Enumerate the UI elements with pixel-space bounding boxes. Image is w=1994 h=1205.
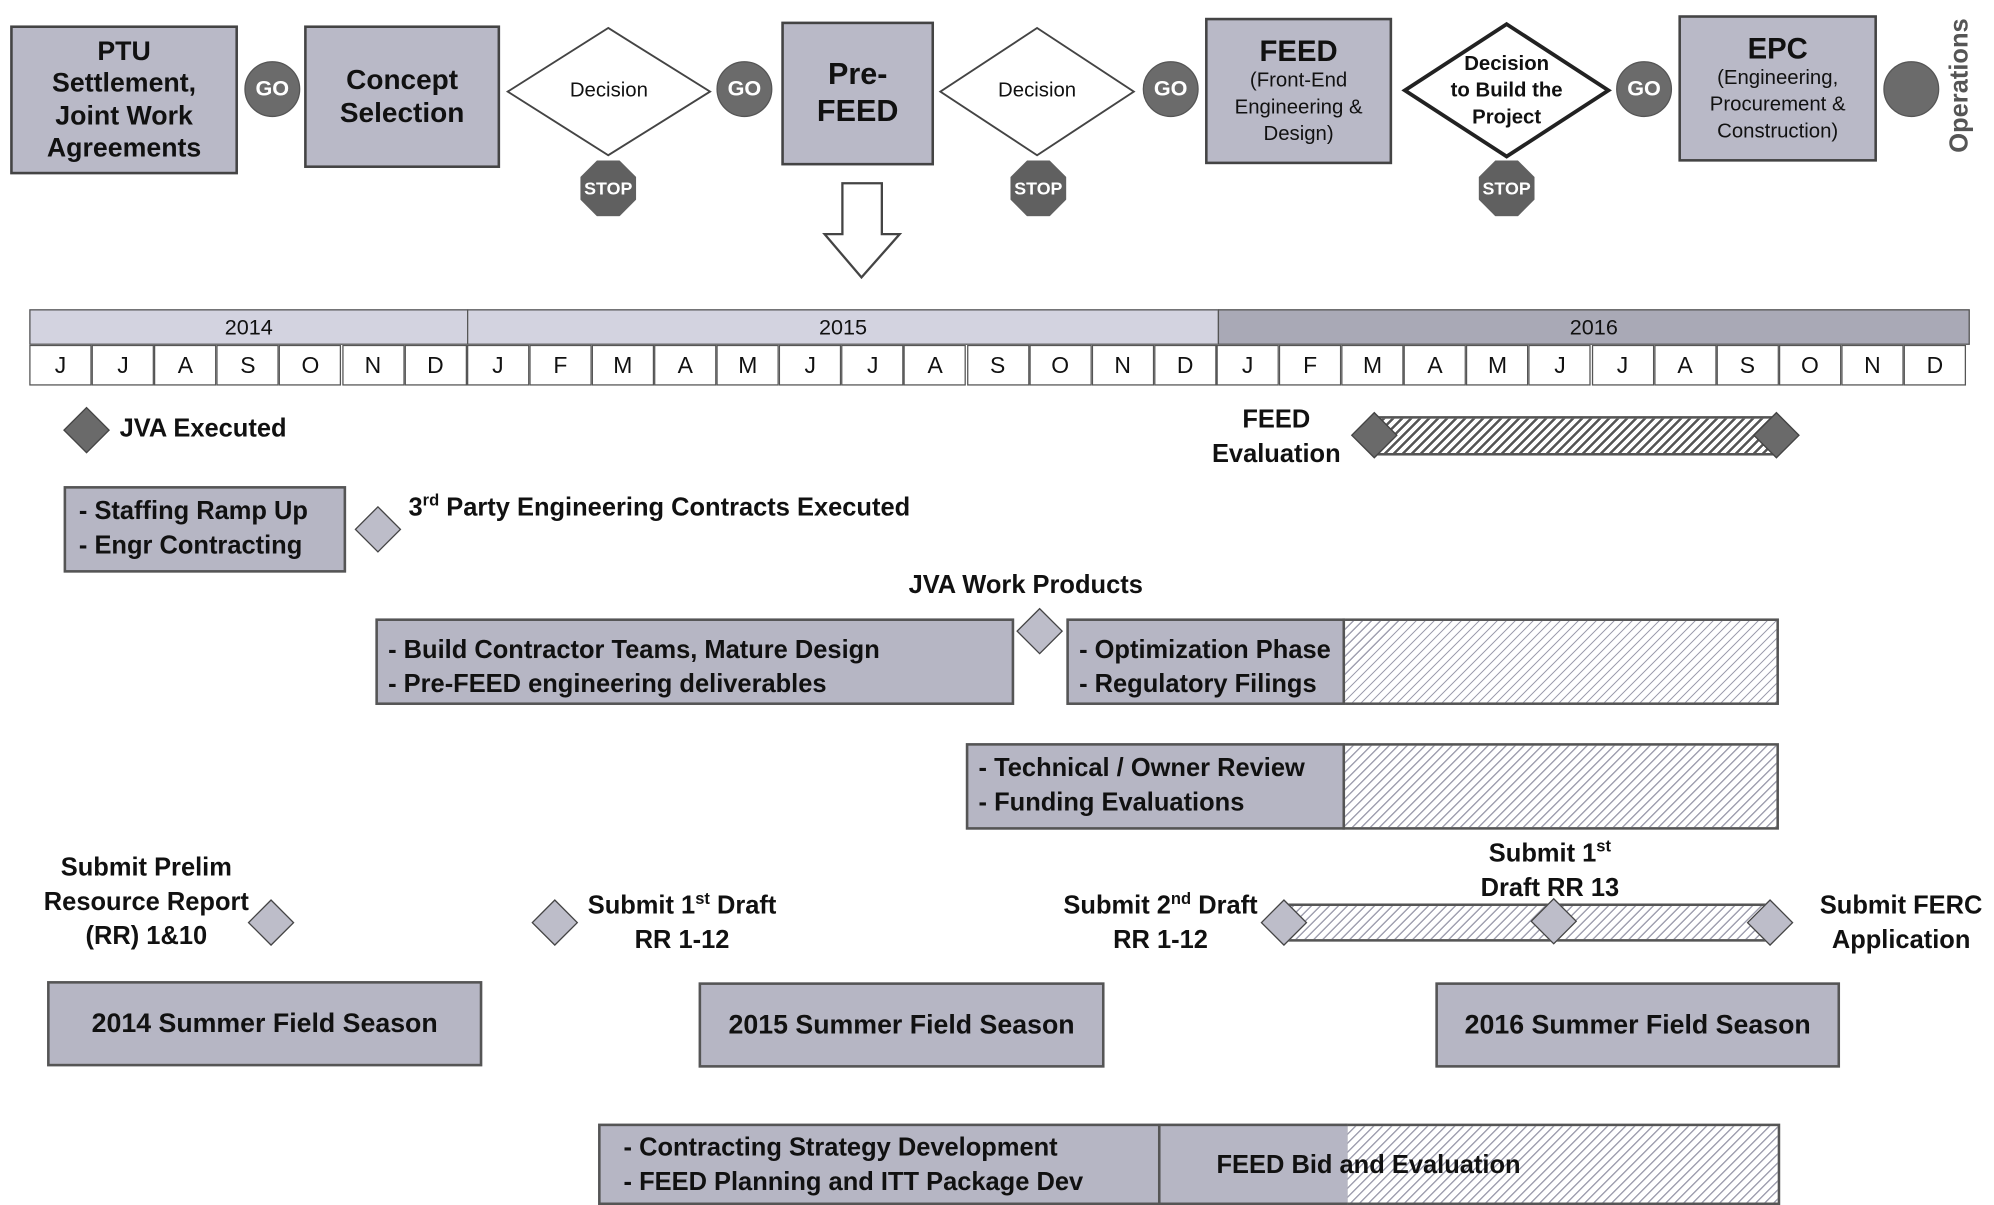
month-cell: D (404, 344, 467, 386)
go-icon: GO (244, 61, 301, 118)
phase-epc-title: EPC (1747, 31, 1808, 65)
phase-feed-title: FEED (1259, 33, 1338, 67)
field-season-2015: 2015 Summer Field Season (698, 982, 1105, 1068)
submit-prelim-label: Submit Prelim Resource Report (RR) 1&10 (43, 853, 249, 951)
optimization-box: - Optimization Phase - Regulatory Filing… (1066, 618, 1346, 705)
decision-1-label: Decision (569, 80, 648, 102)
month-cell: M (591, 344, 655, 386)
feed-bid-label: FEED Bid and Evaluation (1216, 1151, 1521, 1180)
operations-circle-icon (1883, 61, 1940, 118)
optimization-hatched-bar (1342, 618, 1779, 705)
third-party-milestone-icon (354, 505, 402, 553)
month-cell: J (466, 344, 530, 386)
month-cell: J (29, 344, 92, 386)
month-cell: M (716, 344, 780, 386)
month-cell: M (1341, 344, 1404, 386)
decision-diamond-3 (1401, 21, 1612, 159)
go-icon: GO (1616, 61, 1673, 118)
submit-2nd-draft-label: Submit 2nd Draft RR 1-12 (1063, 888, 1258, 955)
month-cell: O (1028, 344, 1092, 386)
stop-icon: STOP (1478, 160, 1535, 217)
go-icon: GO (1142, 61, 1199, 118)
phase-prefeed-line1: Pre- (827, 56, 888, 92)
go-icon: GO (716, 61, 773, 118)
year-2014: 2014 (29, 309, 469, 345)
stop-icon: STOP (580, 160, 637, 217)
third-party-label: 3rd Party Engineering Contracts Executed (408, 490, 911, 522)
month-cell: J (1591, 344, 1654, 386)
month-cell: J (1528, 344, 1592, 386)
phase-ptu-label: PTU Settlement, Joint Work Agreements (46, 37, 202, 163)
phase-ptu: PTU Settlement, Joint Work Agreements (10, 25, 238, 175)
submit-rr13-label: Submit 1st Draft RR 13 (1480, 836, 1620, 903)
month-cell: J (779, 344, 842, 386)
submit-ferc-label: Submit FERC Application (1819, 892, 1983, 955)
jva-executed-milestone-icon (63, 406, 110, 454)
month-cell: O (1778, 344, 1842, 386)
decision-diamond-2 (938, 26, 1136, 157)
feed-evaluation-label: FEED Evaluation (1211, 405, 1341, 469)
phase-prefeed-line2: FEED (816, 93, 899, 128)
year-2015: 2015 (467, 309, 1220, 345)
month-cell: M (1466, 344, 1529, 386)
month-cell: S (966, 344, 1029, 386)
submit-1st-draft-milestone-icon (531, 899, 579, 946)
month-cell: A (654, 344, 717, 386)
phase-epc-sub: (Engineering, Procurement & Construction… (1709, 67, 1846, 143)
stop-icon: STOP (1010, 160, 1067, 217)
month-cell: D (1153, 344, 1217, 386)
phase-epc: EPC (Engineering, Procurement & Construc… (1678, 15, 1877, 162)
feed-evaluation-bar (1374, 416, 1778, 456)
field-season-2016: 2016 Summer Field Season (1435, 982, 1841, 1068)
month-cell: F (529, 344, 592, 386)
jva-executed-label: JVA Executed (119, 414, 287, 443)
jva-work-products-milestone-icon (1016, 607, 1064, 655)
jva-work-products-label: JVA Work Products (908, 571, 1143, 600)
submit-1st-draft-label: Submit 1st Draft RR 1-12 (587, 888, 777, 955)
operations-label: Operations (1945, 18, 1974, 153)
decision-build-label: Decision to Build the Project (1450, 52, 1563, 128)
month-cell: F (1278, 344, 1342, 386)
month-cell: S (1716, 344, 1779, 386)
month-cell: D (1903, 344, 1967, 386)
phase-concept-label: Concept Selection (339, 63, 465, 129)
month-cell: J (841, 344, 904, 386)
phase-feed-sub: (Front-End Engineering & Design) (1234, 70, 1363, 145)
technical-review-hatched-bar (1342, 743, 1779, 830)
field-season-2014: 2014 Summer Field Season (47, 981, 483, 1067)
month-cell: A (1403, 344, 1467, 386)
build-contractor-box: - Build Contractor Teams, Mature Design … (375, 618, 1015, 705)
month-cell: J (91, 344, 155, 386)
month-cell: N (1091, 344, 1154, 386)
month-cell: N (341, 344, 405, 386)
month-cell: A (154, 344, 217, 386)
staffing-box: - Staffing Ramp Up - Engr Contracting (63, 486, 347, 573)
phase-concept-selection: Concept Selection (304, 25, 501, 168)
month-cell: S (216, 344, 280, 386)
technical-review-box: - Technical / Owner Review - Funding Eva… (965, 743, 1346, 830)
down-arrow-icon (822, 182, 903, 280)
year-2016: 2016 (1217, 309, 1970, 345)
month-cell: A (903, 344, 967, 386)
month-cell: A (1653, 344, 1717, 386)
phase-feed: FEED (Front-End Engineering & Design) (1205, 17, 1393, 165)
phase-pre-feed: Pre- FEED (781, 21, 935, 166)
contracting-strategy-box: - Contracting Strategy Development - FEE… (598, 1123, 1161, 1205)
submittal-hatched-bar (1282, 903, 1772, 942)
decision-diamond-1 (505, 26, 712, 157)
month-cell: N (1841, 344, 1904, 386)
month-cell: O (279, 344, 342, 386)
decision-2-label: Decision (998, 80, 1077, 102)
month-cell: J (1216, 344, 1279, 386)
